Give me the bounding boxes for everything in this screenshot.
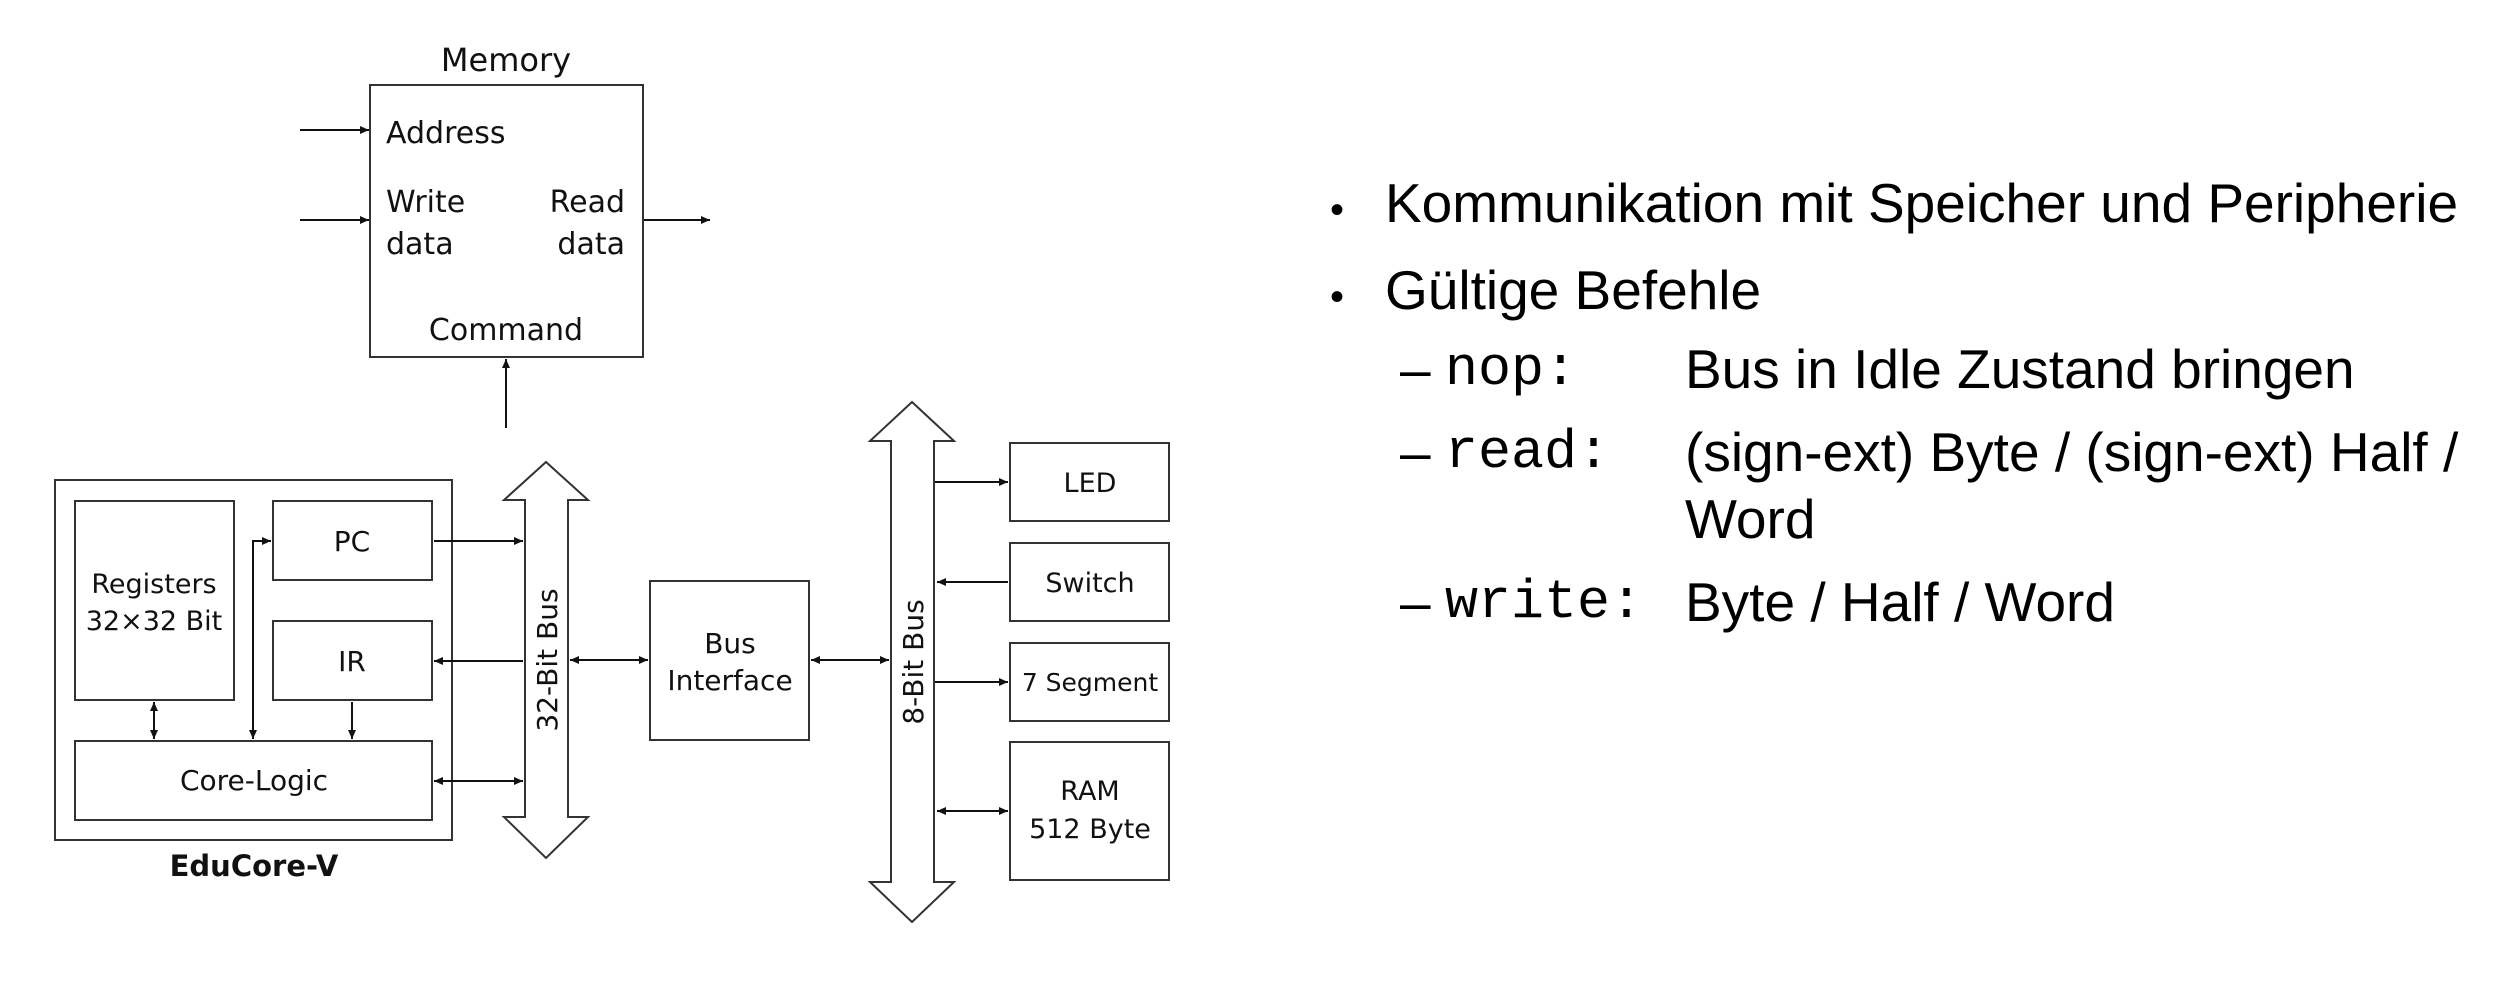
memory-box — [369, 84, 644, 358]
bullet-text: Gültige Befehle — [1385, 259, 1762, 322]
switch-label: Switch — [1045, 568, 1134, 599]
bullet-list: • Kommunikation mit Speicher und Periphe… — [1320, 170, 2490, 657]
peripherals: LED Switch 7 Segment RAM 512 Byte — [935, 442, 1170, 881]
bus32-block: 32-Bit Bus — [501, 460, 591, 860]
memory-write-label-1: Write — [386, 185, 465, 220]
bus-interface-block: Bus Interface — [570, 580, 889, 741]
ram-label-1: RAM — [1060, 776, 1119, 807]
bullet-item: • Gültige Befehle – nop: Bus in Idle Zus… — [1320, 257, 2490, 636]
led-box — [1009, 442, 1170, 522]
bus32-arrow-shape — [501, 460, 591, 860]
registers-box — [74, 500, 235, 701]
dash: – — [1400, 338, 1431, 401]
bus-interface-label-2: Interface — [667, 664, 792, 697]
memory-address-label: Address — [386, 116, 505, 151]
bus8-label: 8-Bit Bus — [897, 599, 930, 724]
dash: – — [1400, 421, 1431, 484]
bullet-text: Kommunikation mit Speicher und Peripheri… — [1385, 172, 2459, 234]
ir-box — [272, 620, 433, 701]
memory-read-label-1: Read — [550, 185, 625, 220]
bullet-dot: • — [1330, 275, 1345, 320]
memory-title: Memory — [441, 41, 571, 79]
segment-label: 7 Segment — [1022, 668, 1159, 697]
memory-block: Memory Address Write data Read data Comm… — [300, 41, 710, 428]
segment-box — [1009, 642, 1170, 722]
led-label: LED — [1064, 468, 1117, 499]
command-item: – nop: Bus in Idle Zustand bringen — [1400, 336, 2490, 403]
registers-label-1: Registers — [91, 569, 216, 600]
logic-pc-arrow — [249, 537, 271, 739]
bus-interface-box — [649, 580, 810, 741]
command-name: nop: — [1445, 338, 1578, 402]
memory-command-label: Command — [429, 313, 583, 348]
pc-box — [272, 500, 433, 581]
architecture-diagram: Memory Address Write data Read data Comm… — [54, 41, 1170, 924]
ram-label-2: 512 Byte — [1029, 814, 1151, 845]
core-logic-label: Core-Logic — [180, 764, 328, 797]
bus8-arrow-shape — [867, 400, 957, 924]
command-name: write: — [1445, 571, 1644, 635]
dash: – — [1400, 571, 1431, 634]
memory-read-label-2: data — [557, 227, 625, 262]
bullet-item: • Kommunikation mit Speicher und Periphe… — [1320, 170, 2490, 237]
educore-label: EduCore-V — [170, 849, 339, 883]
bullet-dot: • — [1330, 188, 1345, 232]
pc-label: PC — [334, 525, 370, 558]
memory-write-label-2: data — [386, 227, 454, 262]
educore-block: Registers 32×32 Bit PC IR Core-Logic Edu… — [54, 479, 523, 883]
switch-box — [1009, 542, 1170, 622]
bus-interface-label-1: Bus — [704, 627, 756, 660]
command-item: – read: (sign-ext) Byte / (sign-ext) Hal… — [1400, 419, 2490, 553]
ir-label: IR — [338, 645, 366, 678]
command-desc: Bus in Idle Zustand bringen — [1685, 338, 2355, 401]
core-logic-box — [74, 740, 433, 821]
command-name: read: — [1445, 421, 1611, 485]
command-desc: Byte / Half / Word — [1685, 571, 2115, 634]
registers-label-2: 32×32 Bit — [86, 606, 223, 637]
bus8-block: 8-Bit Bus — [867, 400, 957, 924]
command-desc: (sign-ext) Byte / (sign-ext) Half / Word — [1685, 421, 2459, 551]
bus32-label: 32-Bit Bus — [531, 588, 564, 731]
command-item: – write: Byte / Half / Word — [1400, 569, 2490, 636]
command-list: – nop: Bus in Idle Zustand bringen – rea… — [1400, 336, 2490, 636]
ram-box — [1009, 741, 1170, 881]
